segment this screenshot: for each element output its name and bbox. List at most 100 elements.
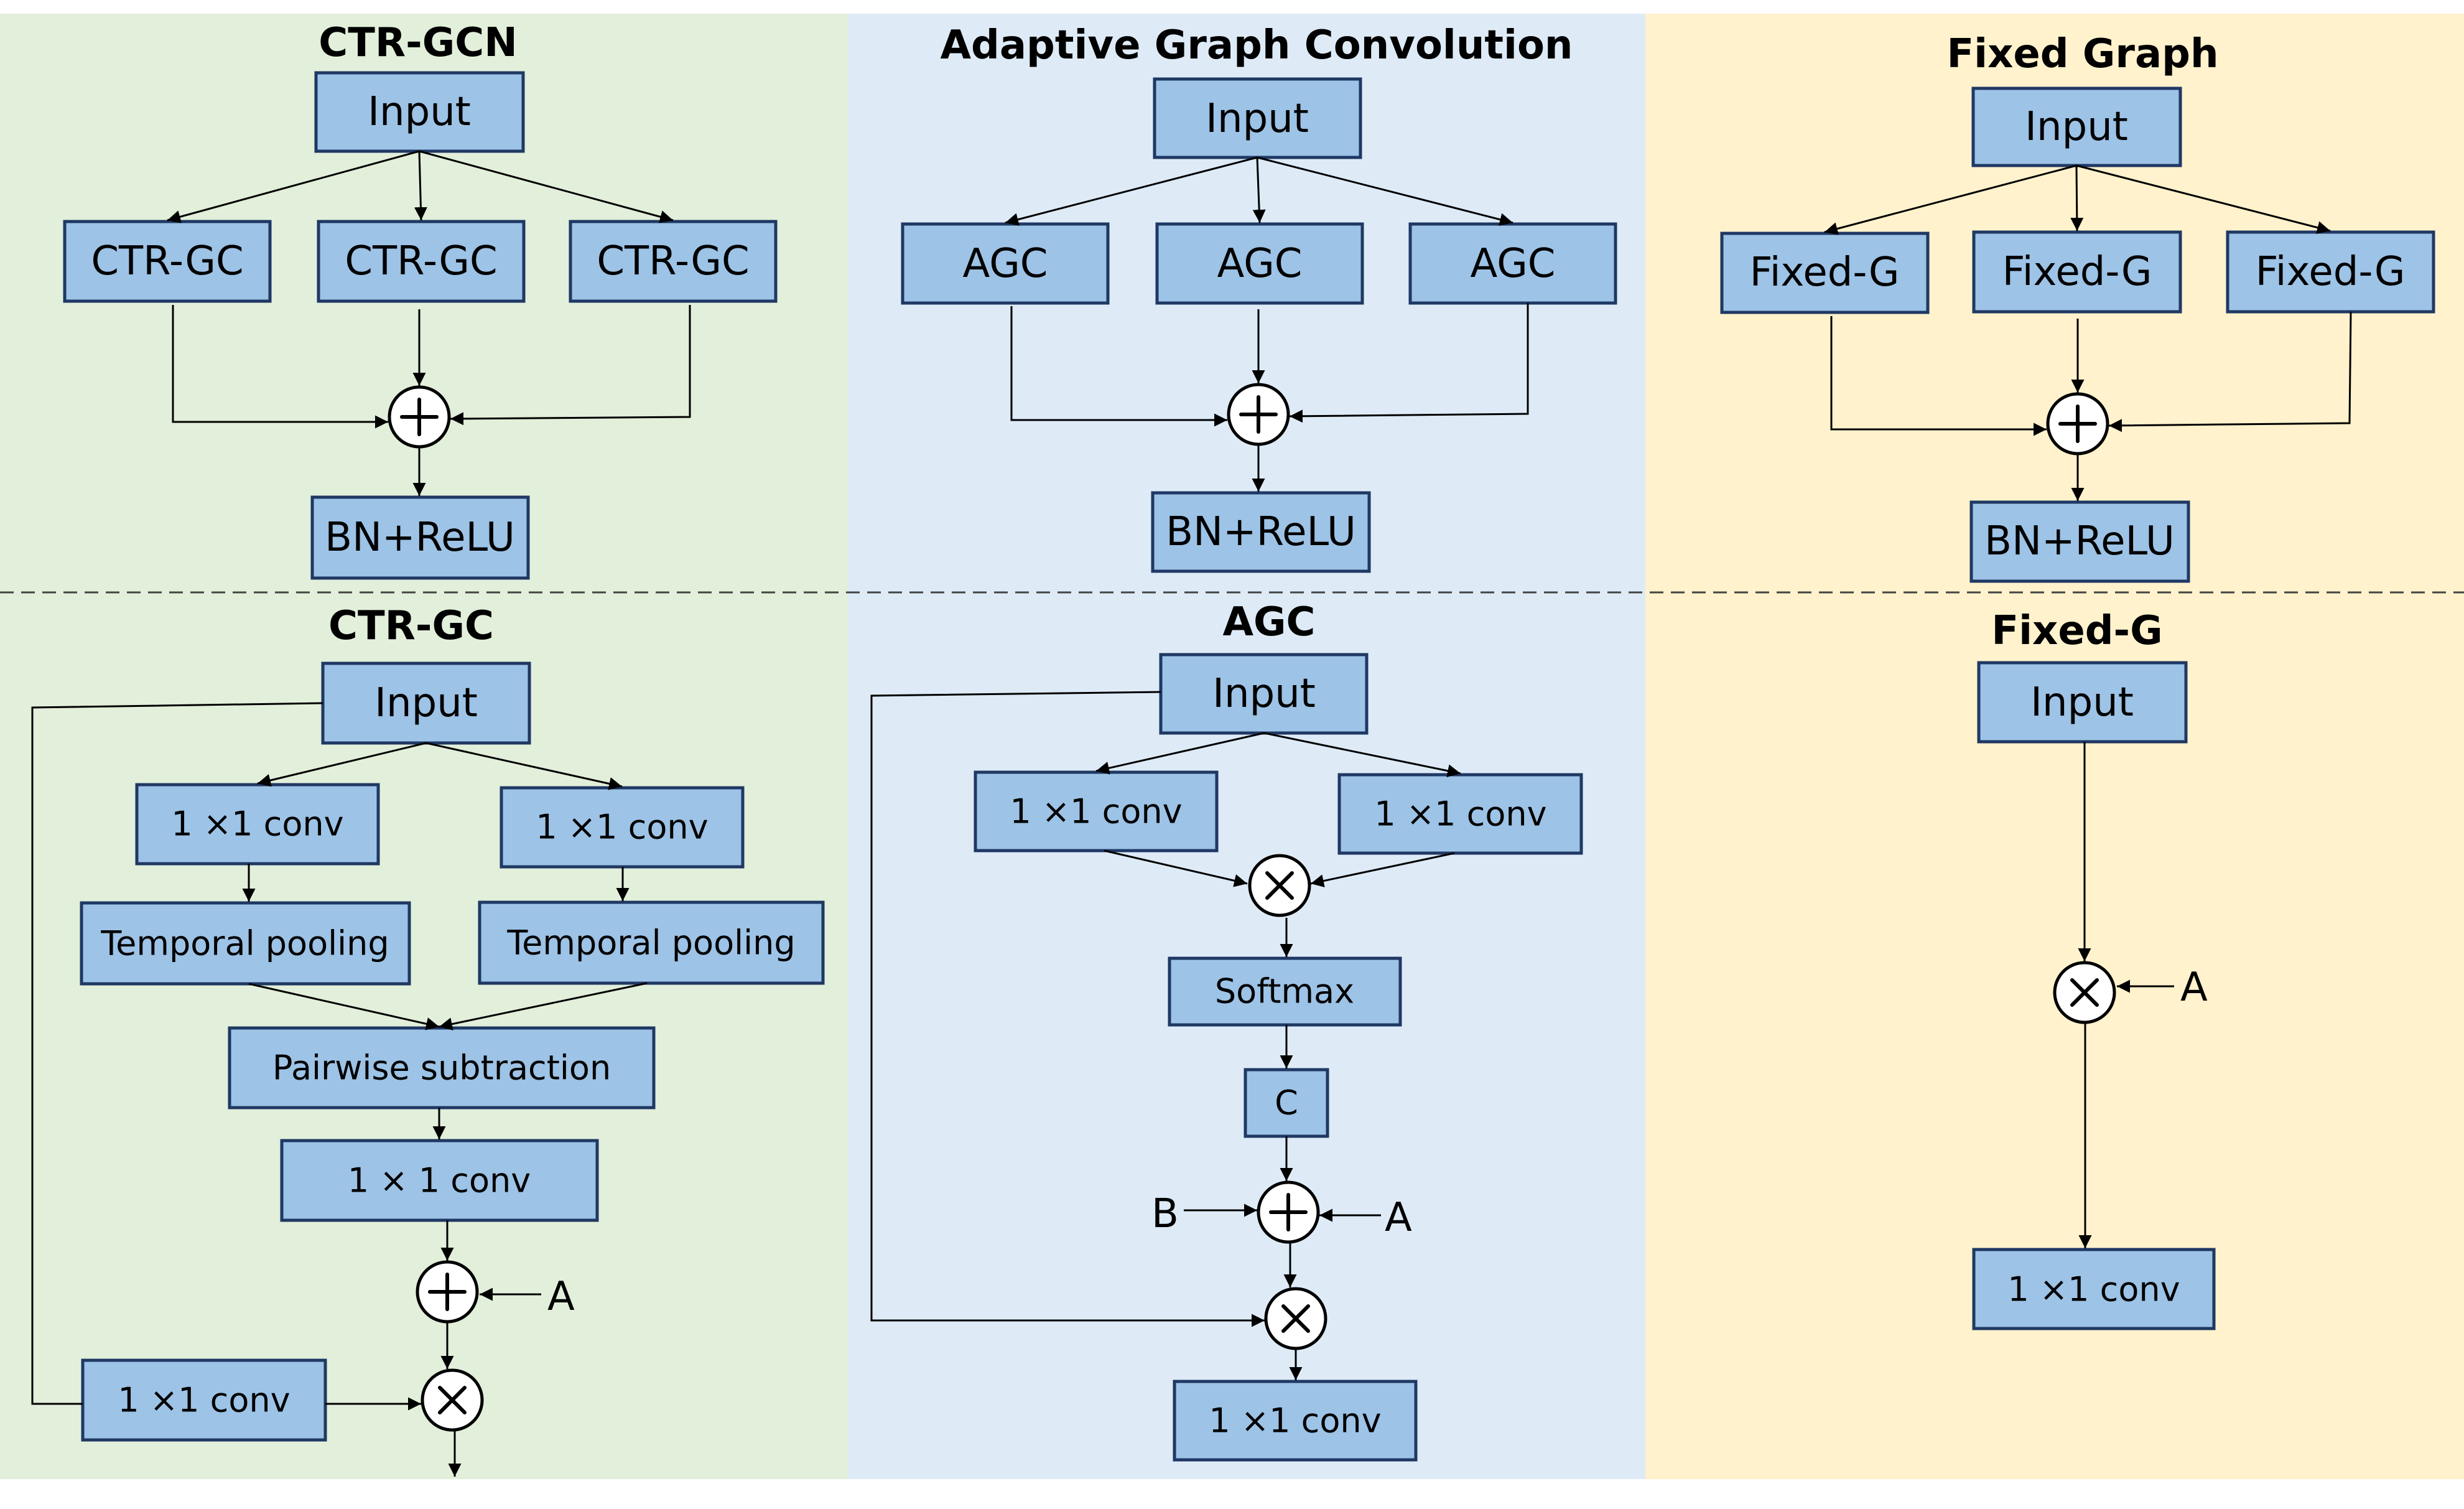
fixed-g-conv-out-box: 1 ×1 conv <box>1972 1248 2216 1330</box>
agc-detail-title: AGC <box>1222 599 1315 645</box>
ctr-gcn-branch-1-label: CTR-GC <box>91 238 243 284</box>
agc-detail-c-label: C <box>1275 1083 1298 1123</box>
agc-panel-branch-1-box: AGC <box>901 222 1110 305</box>
ctr-gc-pool-right-box: Temporal pooling <box>478 900 825 985</box>
ctr-gcn-branch-3-label: CTR-GC <box>597 238 749 284</box>
agc-detail-mul-op-2 <box>1264 1287 1327 1350</box>
ctr-gc-pool-left-box: Temporal pooling <box>80 901 411 986</box>
agc-panel-output-label: BN+ReLU <box>1166 509 1356 555</box>
agc-detail-add-op <box>1257 1180 1320 1244</box>
agc-detail-b-label: B <box>1151 1191 1179 1237</box>
ctr-gc-conv-left-box: 1 ×1 conv <box>135 783 380 866</box>
agc-panel-arrow-in-2 <box>1252 157 1266 223</box>
ctr-gc-conv-left-label: 1 ×1 conv <box>171 805 343 844</box>
agc-panel-sum-op <box>1227 383 1290 446</box>
agc-detail-softmax-label: Softmax <box>1215 972 1354 1011</box>
agc-detail-arrow-mul-left <box>1104 849 1248 887</box>
ctr-gc-conv-mid-label: 1 × 1 conv <box>348 1161 531 1200</box>
ctr-gcn-branch-2-box: CTR-GC <box>317 220 526 303</box>
ctr-gc-mul-op <box>421 1368 484 1432</box>
fixed-g-input-label: Input <box>2030 680 2134 726</box>
ctr-gc-conv-right-label: 1 ×1 conv <box>536 808 708 847</box>
ctr-gcn-input-label: Input <box>368 89 471 135</box>
agc-panel-arrow-in-1 <box>1005 156 1258 226</box>
ctr-gc-skip-path <box>31 702 323 1405</box>
agc-detail-conv-left-box: 1 ×1 conv <box>974 770 1219 853</box>
fixed-panel-arrow-in-3 <box>2076 164 2331 234</box>
ctr-gc-conv-skip-label: 1 ×1 conv <box>118 1381 290 1420</box>
agc-detail-skip-path <box>870 691 1265 1327</box>
agc-detail-input-box: Input <box>1159 653 1369 735</box>
ctr-gc-pairwise-box: Pairwise subtraction <box>228 1026 656 1110</box>
ctr-gcn-arrow-in-3 <box>419 150 674 223</box>
ctr-gc-conv-skip-box: 1 ×1 conv <box>81 1358 327 1442</box>
ctr-gc-input-label: Input <box>374 680 478 726</box>
agc-panel-branch-3-box: AGC <box>1408 222 1617 305</box>
agc-panel-branch-2-box: AGC <box>1155 222 1364 305</box>
agc-detail-conv-out-box: 1 ×1 conv <box>1173 1380 1418 1462</box>
agc-detail-arrow-conv-right <box>1263 732 1461 778</box>
agc-detail-conv-right-box: 1 ×1 conv <box>1337 773 1583 855</box>
agc-panel-arrow-sum-1 <box>1010 306 1227 427</box>
fixed-panel-arrow-sum-1 <box>1830 316 2047 436</box>
ctr-gcn-branch-3-box: CTR-GC <box>569 220 778 303</box>
agc-detail-conv-right-label: 1 ×1 conv <box>1374 795 1546 834</box>
ctr-gcn-branch-2-label: CTR-GC <box>345 238 497 284</box>
agc-panel-output-box: BN+ReLU <box>1151 491 1371 573</box>
fixed-panel-branch-1-label: Fixed-G <box>1750 250 1900 296</box>
ctr-gc-arrow-conv-right <box>425 742 623 790</box>
ctr-gcn-input-box: Input <box>314 71 525 153</box>
fixed-panel-sum-op <box>2046 392 2109 456</box>
fixed-panel-branch-3-box: Fixed-G <box>2226 230 2435 314</box>
ctr-gc-add-label: A <box>547 1274 575 1320</box>
ctr-gc-arrow-conv-left <box>257 742 427 787</box>
ctr-gc-input-box: Input <box>321 661 531 745</box>
fixed-panel-input-box: Input <box>1971 86 2182 167</box>
agc-detail-input-label: Input <box>1212 671 1316 717</box>
fixed-panel-arrow-sum-3 <box>2108 311 2352 432</box>
ctr-gcn-sum-op <box>388 385 451 449</box>
ctr-gc-pool-left-label: Temporal pooling <box>100 924 389 963</box>
agc-detail-a-label: A <box>1385 1195 1412 1241</box>
agc-detail-conv-out-label: 1 ×1 conv <box>1209 1401 1381 1441</box>
fixed-g-title: Fixed-G <box>1991 608 2162 654</box>
ctr-gcn-arrow-in-2 <box>414 151 427 221</box>
fixed-panel-branch-1-box: Fixed-G <box>1720 231 1930 314</box>
ctr-gcn-arrow-in-1 <box>167 150 420 223</box>
agc-detail-softmax-box: Softmax <box>1168 956 1402 1027</box>
agc-detail-arrow-mul-right <box>1310 852 1455 887</box>
fixed-panel-branch-2-box: Fixed-G <box>1972 230 2182 314</box>
agc-detail-arrow-conv-left <box>1095 732 1265 775</box>
agc-detail-c-box: C <box>1244 1068 1329 1138</box>
ctr-gc-arrow-pair-left <box>248 983 440 1030</box>
fixed-panel-branch-3-label: Fixed-G <box>2256 249 2406 295</box>
ctr-gc-conv-right-box: 1 ×1 conv <box>500 786 745 869</box>
ctr-gc-pairwise-label: Pairwise subtraction <box>272 1049 611 1088</box>
fixed-panel-arrow-in-1 <box>1824 164 2077 235</box>
ctr-gc-arrow-pair-right <box>439 982 648 1030</box>
ctr-gc-pool-right-label: Temporal pooling <box>506 923 795 963</box>
fixed-panel-output-label: BN+ReLU <box>1984 518 2175 564</box>
agc-panel-title: Adaptive Graph Convolution <box>941 22 1573 68</box>
agc-panel-branch-3-label: AGC <box>1471 241 1556 287</box>
ctr-gcn-arrow-sum-3 <box>450 305 691 426</box>
fixed-panel-branch-2-label: Fixed-G <box>2002 249 2152 295</box>
agc-panel-input-box: Input <box>1153 77 1362 159</box>
ctr-gcn-output-label: BN+ReLU <box>325 515 515 561</box>
ctr-gcn-arrow-sum-1 <box>172 305 388 429</box>
ctr-gcn-title: CTR-GCN <box>318 20 518 66</box>
agc-panel-arrow-in-3 <box>1257 156 1513 226</box>
fixed-panel-arrow-in-2 <box>2070 165 2084 231</box>
fixed-g-input-box: Input <box>1977 661 2188 744</box>
agc-panel-branch-2-label: AGC <box>1217 241 1303 287</box>
ctr-gc-title: CTR-GC <box>328 603 494 649</box>
fixed-g-a-label: A <box>2180 965 2208 1011</box>
ctr-gcn-output-box: BN+ReLU <box>310 495 530 580</box>
ctr-gc-add-op <box>416 1260 479 1324</box>
fixed-panel-title: Fixed Graph <box>1946 31 2218 77</box>
agc-panel-branch-1-label: AGC <box>963 241 1048 287</box>
fixed-g-mul-op <box>2053 961 2116 1024</box>
fixed-panel-input-label: Input <box>2025 104 2128 150</box>
agc-panel-arrow-sum-3 <box>1289 303 1529 423</box>
